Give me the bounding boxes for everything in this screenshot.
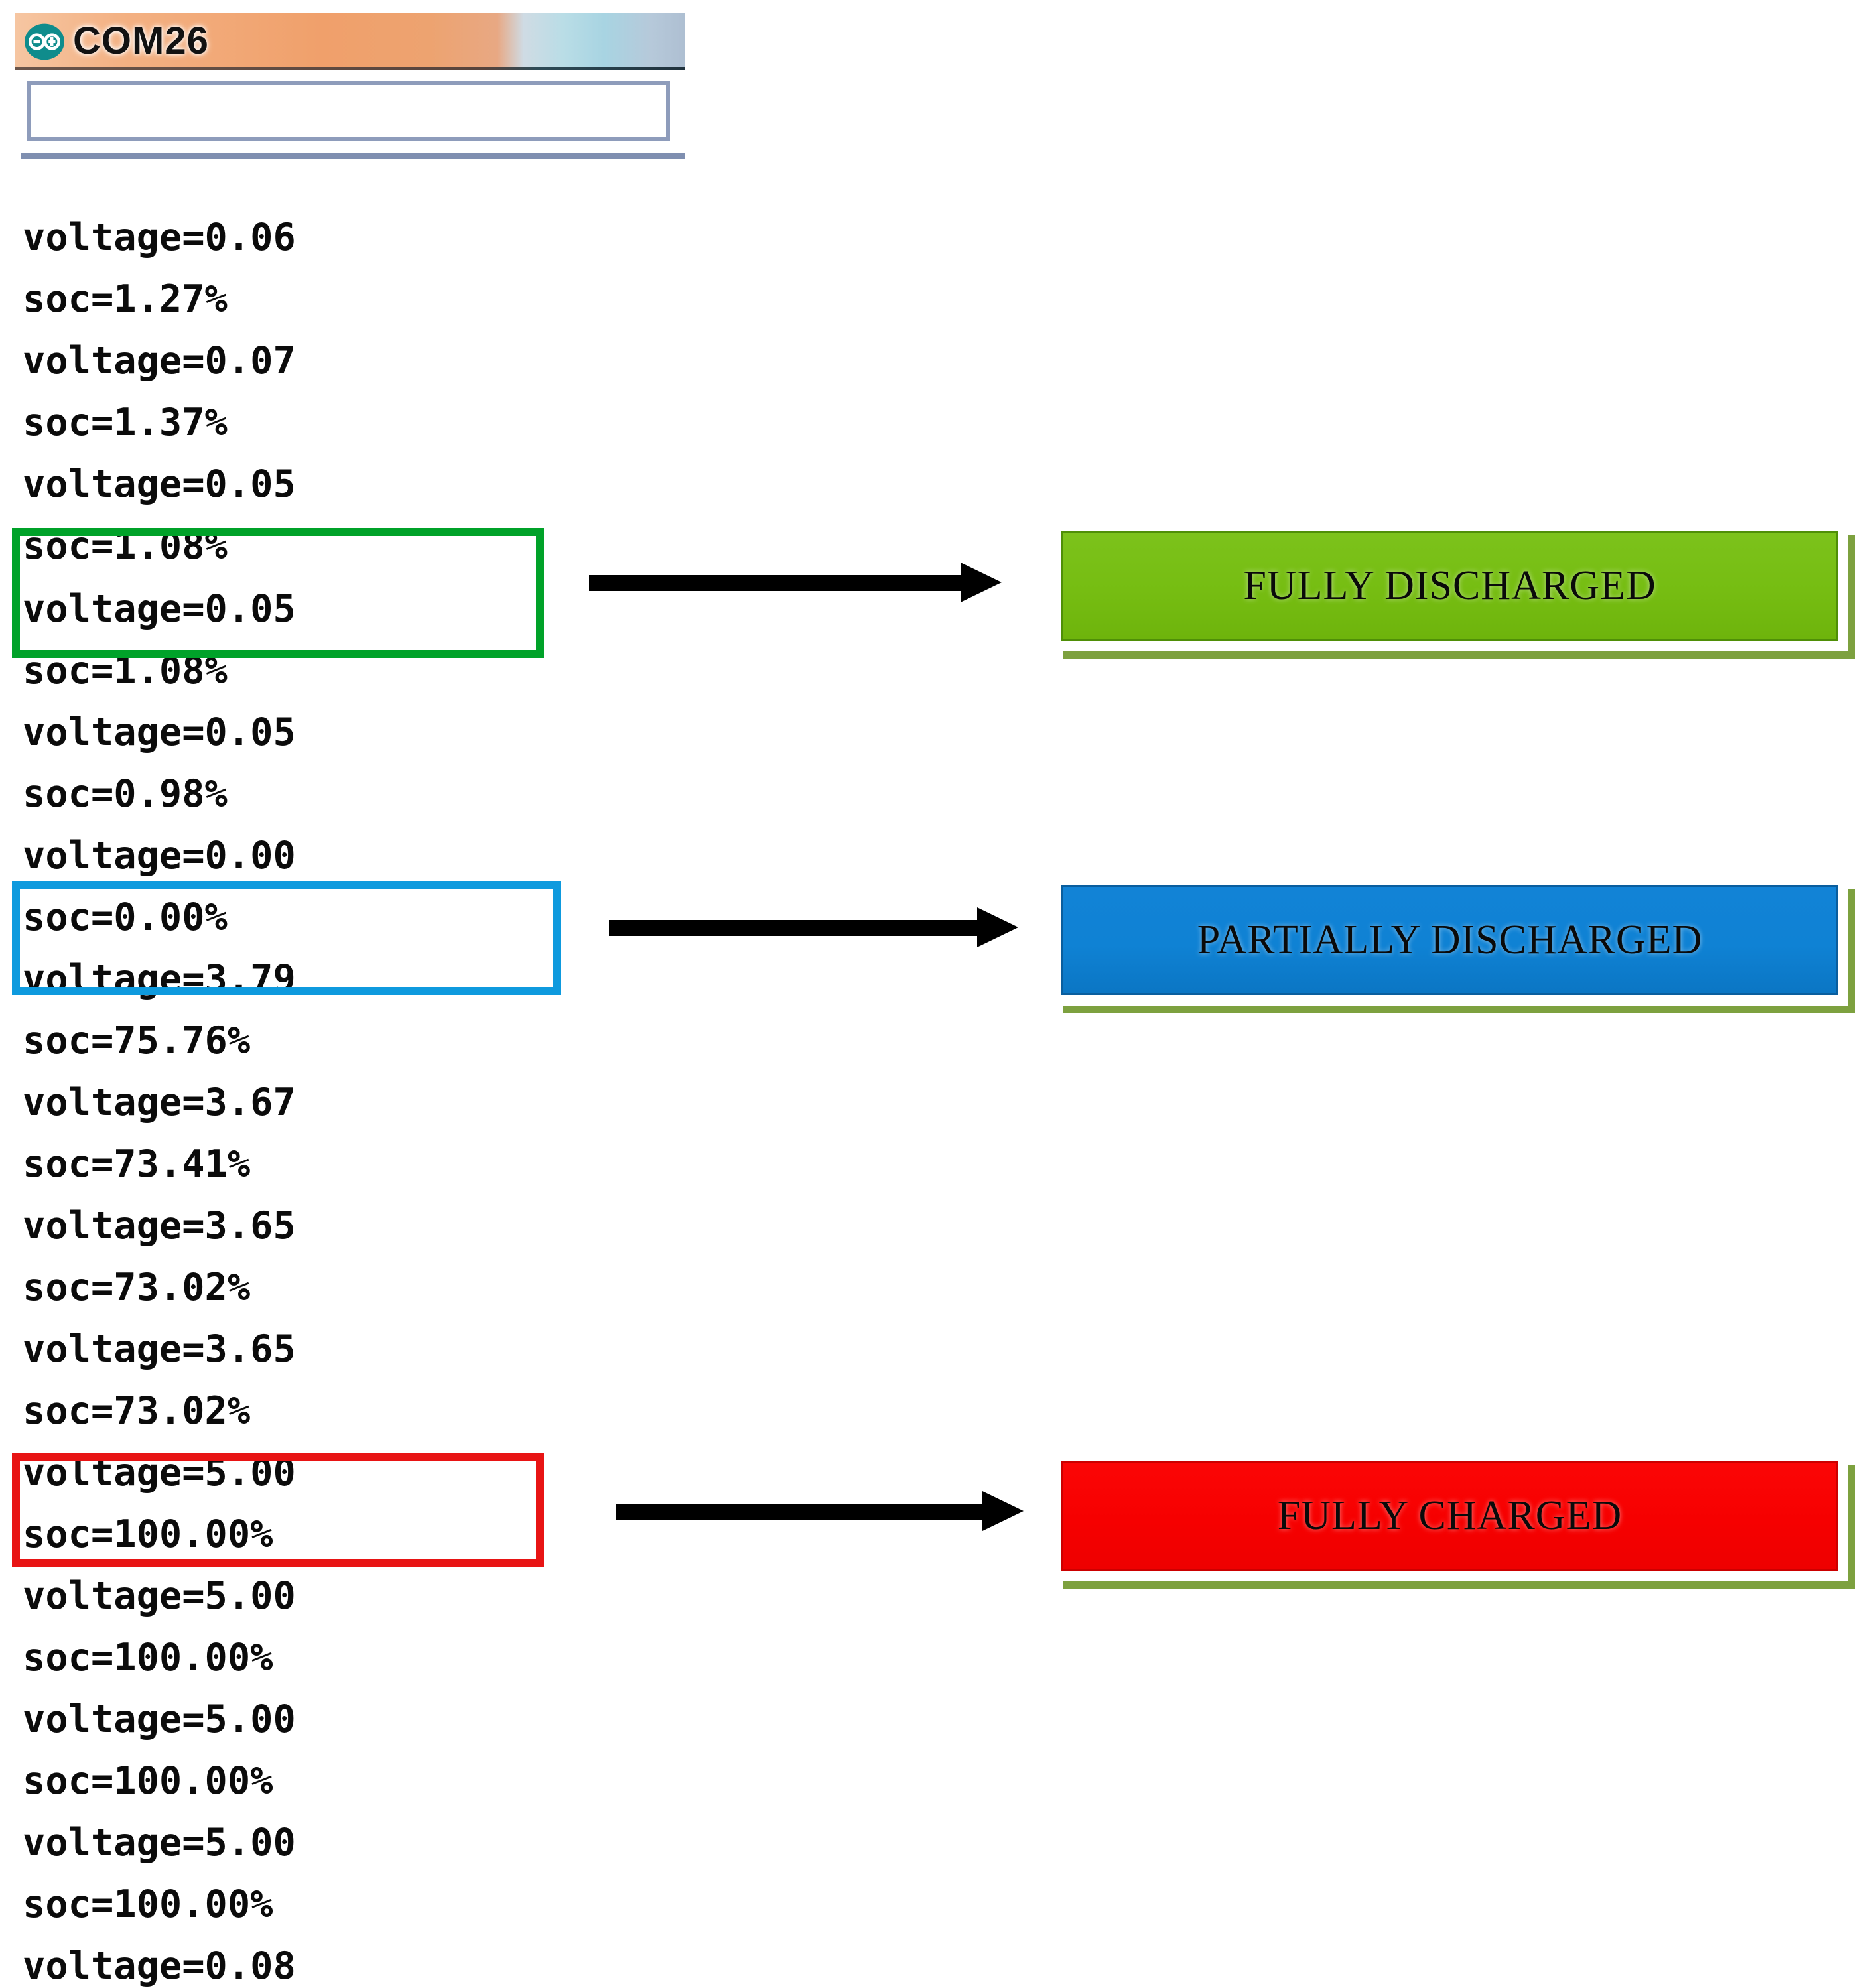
highlight-box-partially-discharged bbox=[12, 881, 561, 995]
serial-log-line: voltage=0.07 bbox=[23, 339, 296, 383]
serial-log-line: soc=1.27% bbox=[23, 277, 228, 321]
serial-log-line: soc=100.00% bbox=[23, 1759, 273, 1803]
serial-log-line: soc=1.08% bbox=[23, 649, 228, 693]
serial-log-line: voltage=0.08 bbox=[23, 1944, 296, 1988]
serial-monitor-title-bar: COM26 bbox=[15, 13, 685, 70]
serial-log-line: soc=73.02% bbox=[23, 1389, 251, 1433]
serial-log-line: voltage=3.67 bbox=[23, 1081, 296, 1124]
arrow-shaft bbox=[609, 920, 980, 936]
arrow-head bbox=[961, 563, 1002, 602]
serial-log-line: voltage=5.00 bbox=[23, 1697, 296, 1741]
status-badge-fill: FULLY DISCHARGED bbox=[1061, 531, 1838, 641]
card-shadow-bottom bbox=[1063, 1581, 1855, 1589]
highlight-box-fully-discharged bbox=[12, 528, 544, 658]
serial-log-line: voltage=3.65 bbox=[23, 1204, 296, 1248]
serial-log-line: soc=100.00% bbox=[23, 1636, 273, 1680]
serial-log-line: voltage=5.00 bbox=[23, 1574, 296, 1618]
status-label: FULLY CHARGED bbox=[1277, 1492, 1623, 1538]
serial-log-line: soc=73.41% bbox=[23, 1142, 251, 1186]
card-shadow-bottom bbox=[1063, 1006, 1855, 1013]
serial-log-line: soc=100.00% bbox=[23, 1512, 273, 1556]
card-shadow-bottom bbox=[1063, 651, 1855, 659]
arrow-to-fully-discharged-icon bbox=[589, 563, 1004, 602]
serial-log-line: voltage=0.05 bbox=[23, 462, 296, 506]
arrow-shaft bbox=[589, 575, 964, 591]
serial-log-line: soc=0.00% bbox=[23, 895, 228, 939]
arrow-shaft bbox=[616, 1504, 986, 1520]
serial-log-line: soc=75.76% bbox=[23, 1019, 251, 1063]
serial-log-line: voltage=0.05 bbox=[23, 710, 296, 754]
serial-monitor-port-title: COM26 bbox=[73, 19, 209, 62]
highlight-box-fully-charged bbox=[12, 1453, 544, 1567]
status-label: PARTIALLY DISCHARGED bbox=[1197, 917, 1703, 962]
serial-log-line: soc=73.02% bbox=[23, 1266, 251, 1309]
arduino-infinity-logo-icon bbox=[25, 23, 64, 60]
card-shadow-right bbox=[1848, 889, 1855, 1006]
serial-log-line: voltage=0.06 bbox=[23, 216, 296, 259]
arrow-head bbox=[977, 907, 1018, 947]
status-card-fully-charged: FULLY CHARGED bbox=[1053, 1453, 1855, 1589]
status-card-partially-discharged: PARTIALLY DISCHARGED bbox=[1053, 877, 1855, 1013]
serial-log-line: soc=100.00% bbox=[23, 1883, 273, 1926]
status-card-fully-discharged: FULLY DISCHARGED bbox=[1053, 523, 1855, 659]
serial-log-line: voltage=3.65 bbox=[23, 1327, 296, 1371]
serial-log-line: voltage=5.00 bbox=[23, 1821, 296, 1865]
status-badge-fill: FULLY CHARGED bbox=[1061, 1461, 1838, 1571]
arrow-to-fully-charged-icon bbox=[616, 1491, 1026, 1531]
serial-monitor-divider bbox=[21, 153, 685, 159]
card-shadow-right bbox=[1848, 1465, 1855, 1581]
serial-log-line: voltage=0.00 bbox=[23, 834, 296, 878]
serial-send-input[interactable] bbox=[27, 81, 670, 141]
serial-log-line: soc=1.37% bbox=[23, 401, 228, 444]
card-shadow-right bbox=[1848, 535, 1855, 651]
status-label: FULLY DISCHARGED bbox=[1243, 563, 1656, 608]
serial-log-line: soc=0.98% bbox=[23, 772, 228, 816]
serial-monitor-window: COM26 bbox=[15, 8, 685, 207]
status-badge-fill: PARTIALLY DISCHARGED bbox=[1061, 885, 1838, 995]
arrow-to-partially-discharged-icon bbox=[609, 907, 1020, 947]
arrow-head bbox=[982, 1491, 1024, 1531]
serial-log-line: voltage=0.05 bbox=[23, 587, 296, 631]
